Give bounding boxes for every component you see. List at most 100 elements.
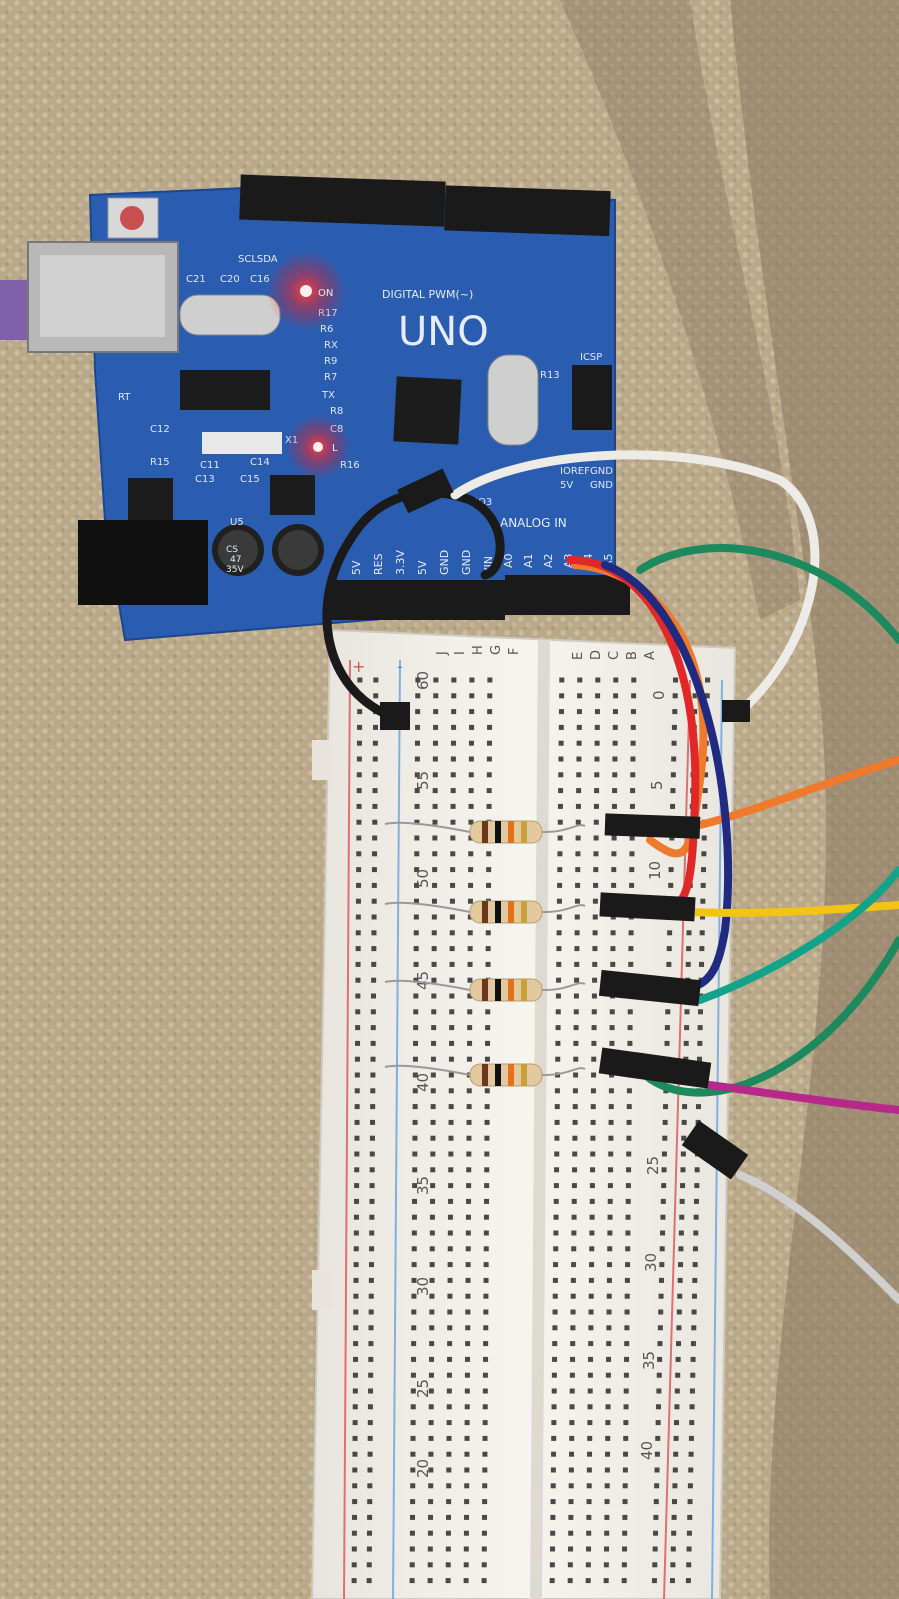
breadboard-hole (371, 961, 377, 967)
breadboard-hole (431, 914, 437, 920)
breadboard-hole (427, 1562, 433, 1568)
breadboard-hole (676, 1325, 682, 1331)
breadboard-hole (705, 677, 711, 683)
breadboard-hole (446, 1499, 452, 1505)
breadboard-hole (372, 788, 378, 794)
breadboard-hole (468, 851, 474, 857)
breadboard-hole (450, 882, 456, 888)
breadboard-hole (467, 1025, 473, 1031)
breadboard-hole (591, 1025, 597, 1031)
breadboard-hole (370, 1025, 376, 1031)
breadboard-hole (611, 803, 617, 809)
breadboard-hole (607, 1183, 613, 1189)
breadboard-hole (451, 693, 457, 699)
breadboard-hole (481, 1578, 487, 1584)
breadboard-hole (431, 961, 437, 967)
breadboard-hole (569, 1435, 575, 1441)
breadboard-hole (353, 1262, 359, 1268)
breadboard-hole (353, 1277, 359, 1283)
breadboard-hole (550, 1499, 556, 1505)
breadboard-hole (447, 1356, 453, 1362)
right-row-number: 5 (648, 780, 666, 790)
power-pin-label: 5V (416, 560, 429, 575)
right-row-number: 0 (650, 690, 668, 700)
component-label: C13 (195, 474, 215, 485)
breadboard-hole (466, 1183, 472, 1189)
yellow-wire (686, 901, 899, 917)
breadboard-hole (622, 1483, 628, 1489)
breadboard-hole (570, 1325, 576, 1331)
breadboard-hole (413, 914, 419, 920)
breadboard-hole (447, 1246, 453, 1252)
breadboard-hole (466, 1104, 472, 1110)
breadboard-hole (677, 1293, 683, 1299)
breadboard-hole (552, 1277, 558, 1283)
breadboard-hole (673, 1435, 679, 1441)
breadboard-hole (482, 1483, 488, 1489)
breadboard-hole (464, 1388, 470, 1394)
breadboard-hole (590, 1151, 596, 1157)
breadboard-hole (568, 1499, 574, 1505)
breadboard-hole (447, 1214, 453, 1220)
breadboard-hole (356, 851, 362, 857)
breadboard-hole (368, 1262, 374, 1268)
breadboard-hole (574, 977, 580, 983)
breadboard-hole (588, 1325, 594, 1331)
breadboard-hole (467, 930, 473, 936)
rail-positive-left (343, 659, 351, 1599)
breadboard-hole (689, 1420, 695, 1426)
breadboard-hole (410, 1388, 416, 1394)
breadboard-hole (607, 1262, 613, 1268)
breadboard-hole (569, 1420, 575, 1426)
breadboard-hole (691, 1309, 697, 1315)
breadboard-hole (356, 803, 362, 809)
breadboard-hole (366, 1562, 372, 1568)
breadboard-hole (414, 772, 420, 778)
breadboard-hole (412, 1119, 418, 1125)
breadboard-hole (681, 1135, 687, 1141)
breadboard-hole (354, 1183, 360, 1189)
breadboard-hole (414, 867, 420, 873)
breadboard-hole (355, 993, 361, 999)
breadboard-hole (428, 1514, 434, 1520)
breadboard-hole (595, 693, 601, 699)
breadboard-hole (658, 1293, 664, 1299)
breadboard-hole (630, 788, 636, 794)
breadboard-hole (415, 724, 421, 730)
breadboard-hole (656, 1372, 662, 1378)
breadboard-hole (449, 946, 455, 952)
breadboard-hole (352, 1372, 358, 1378)
breadboard-hole (652, 1562, 658, 1568)
breadboard-hole (670, 1562, 676, 1568)
breadboard-hole (604, 1467, 610, 1473)
breadboard-hole (612, 756, 618, 762)
breadboard-hole (468, 740, 474, 746)
breadboard-hole (594, 772, 600, 778)
breadboard-hole (464, 1499, 470, 1505)
breadboard-hole (623, 1404, 629, 1410)
breadboard-hole (431, 946, 437, 952)
breadboard-hole (431, 1025, 437, 1031)
breadboard-hole (587, 1435, 593, 1441)
breadboard-hole (662, 1119, 668, 1125)
breadboard-hole (652, 1546, 658, 1552)
breadboard-hole (412, 1135, 418, 1141)
breadboard-hole (689, 1404, 695, 1410)
breadboard-hole (468, 882, 474, 888)
breadboard-hole (467, 1009, 473, 1015)
breadboard-hole (701, 835, 707, 841)
breadboard-hole (468, 819, 474, 825)
breadboard-hole (554, 1088, 560, 1094)
breadboard-hole (631, 677, 637, 683)
breadboard-hole (447, 1277, 453, 1283)
breadboard-hole (356, 756, 362, 762)
breadboard-hole (464, 1420, 470, 1426)
breadboard-hole (586, 1514, 592, 1520)
breadboard-hole (666, 946, 672, 952)
column-letter: G (489, 645, 504, 655)
breadboard-hole (612, 709, 618, 715)
breadboard-hole (626, 1151, 632, 1157)
breadboard-hole (702, 788, 708, 794)
breadboard-hole (484, 1056, 490, 1062)
